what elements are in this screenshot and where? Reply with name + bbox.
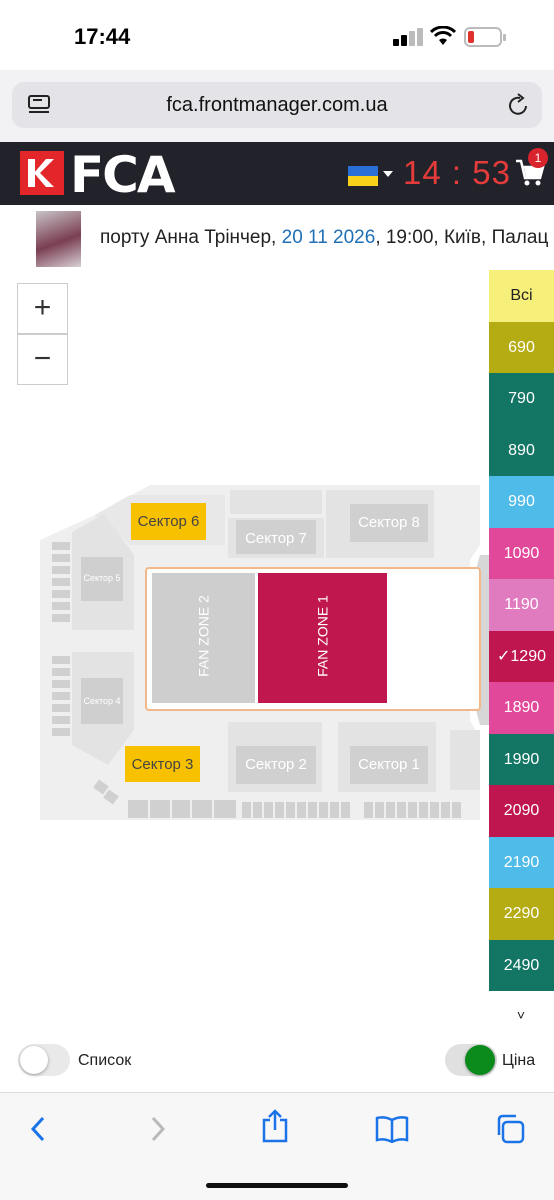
event-details: , 19:00, Київ, Палац xyxy=(375,227,549,248)
event-poster-image xyxy=(36,211,81,267)
price-filter-item[interactable]: 1190 xyxy=(489,579,554,631)
price-filter-item[interactable]: 2190 xyxy=(489,836,554,888)
clock: 17:44 xyxy=(74,24,131,49)
event-title-prefix: порту xyxy=(100,227,155,248)
sector-3-label: Сектор 3 xyxy=(131,756,194,773)
wifi-icon xyxy=(429,25,457,51)
tabs-icon[interactable] xyxy=(494,1113,526,1150)
reader-mode-icon[interactable] xyxy=(28,95,50,120)
price-filter-item[interactable]: 1890 xyxy=(489,682,554,734)
price-filter-item[interactable]: Всі xyxy=(489,270,554,322)
sector-3[interactable] xyxy=(125,746,200,782)
price-filter-item[interactable]: 2490 xyxy=(489,939,554,991)
browser-address-area: fca.frontmanager.com.ua xyxy=(0,70,554,142)
sector-6-label: Сектор 6 xyxy=(137,513,200,530)
fan-zone-1[interactable] xyxy=(258,573,387,703)
forward-icon[interactable] xyxy=(148,1115,168,1148)
signal-icon xyxy=(393,28,423,46)
url-text[interactable]: fca.frontmanager.com.ua xyxy=(166,94,388,116)
price-view-toggle[interactable] xyxy=(445,1044,497,1076)
sector-2-label: Сектор 2 xyxy=(245,756,307,773)
battery-icon xyxy=(464,27,506,47)
reservation-timer: 14 : 53 xyxy=(403,154,511,191)
event-title: порту Анна Трінчер, 20 11 2026, 19:00, К… xyxy=(100,227,548,249)
fan-zone-1-label: FAN ZONE 1 xyxy=(314,595,331,677)
price-filter-item[interactable]: 2090 xyxy=(489,785,554,837)
sector-6[interactable] xyxy=(131,503,206,540)
event-date: 20 11 2026 xyxy=(281,227,376,248)
price-filter-item[interactable]: ✓1290 xyxy=(489,630,554,682)
zoom-out-button[interactable]: − xyxy=(17,334,68,385)
chevron-down-icon[interactable] xyxy=(383,171,393,177)
price-filter-item[interactable]: 790 xyxy=(489,373,554,425)
price-filter-item[interactable]: 1990 xyxy=(489,733,554,785)
stage-label: СЦЕНА xyxy=(467,617,479,654)
price-filter-item[interactable]: 890 xyxy=(489,424,554,476)
price-filter-item[interactable]: 2290 xyxy=(489,888,554,940)
address-bar[interactable]: fca.frontmanager.com.ua xyxy=(12,82,542,128)
price-view-label: Ціна xyxy=(502,1052,536,1069)
back-icon[interactable] xyxy=(28,1115,48,1148)
share-icon[interactable] xyxy=(261,1109,289,1148)
cart-count-badge: 1 xyxy=(528,148,548,168)
price-scroll-down-icon[interactable]: ˅ xyxy=(516,1007,526,1023)
seat-map: Сектор 6 Сектор 3 Сектор 7 Сектор 8 Сект… xyxy=(0,470,489,840)
fan-zone-2-label: FAN ZONE 2 xyxy=(195,595,212,677)
list-view-toggle[interactable] xyxy=(18,1044,70,1076)
logo-text[interactable]: FCA xyxy=(70,146,176,204)
price-filter-item[interactable]: 990 xyxy=(489,476,554,528)
home-indicator xyxy=(206,1183,348,1188)
list-view-label: Список xyxy=(78,1052,132,1069)
sector-4-label: Сектор 4 xyxy=(83,696,121,706)
fan-zone-2 xyxy=(152,573,255,703)
sector-8-label: Сектор 8 xyxy=(358,514,420,531)
status-bar: 17:44 xyxy=(0,0,554,70)
logo-icon[interactable] xyxy=(20,151,64,195)
sector-5-label: Сектор 5 xyxy=(83,573,121,583)
site-header: FCA 14 : 53 xyxy=(0,142,554,205)
event-artist: Анна Трінчер, xyxy=(154,227,282,248)
price-filter-item[interactable]: 690 xyxy=(489,321,554,373)
flag-ukraine-icon[interactable] xyxy=(348,166,378,186)
bookmarks-icon[interactable] xyxy=(375,1115,409,1148)
event-info-bar: порту Анна Трінчер, 20 11 2026, 19:00, К… xyxy=(0,205,554,273)
zoom-in-button[interactable]: + xyxy=(17,283,68,334)
browser-toolbar xyxy=(0,1092,554,1200)
sector-1-label: Сектор 1 xyxy=(358,756,420,773)
sector-7-label: Сектор 7 xyxy=(245,530,307,547)
reload-icon[interactable] xyxy=(508,93,530,122)
price-filter-item[interactable]: 1090 xyxy=(489,527,554,579)
